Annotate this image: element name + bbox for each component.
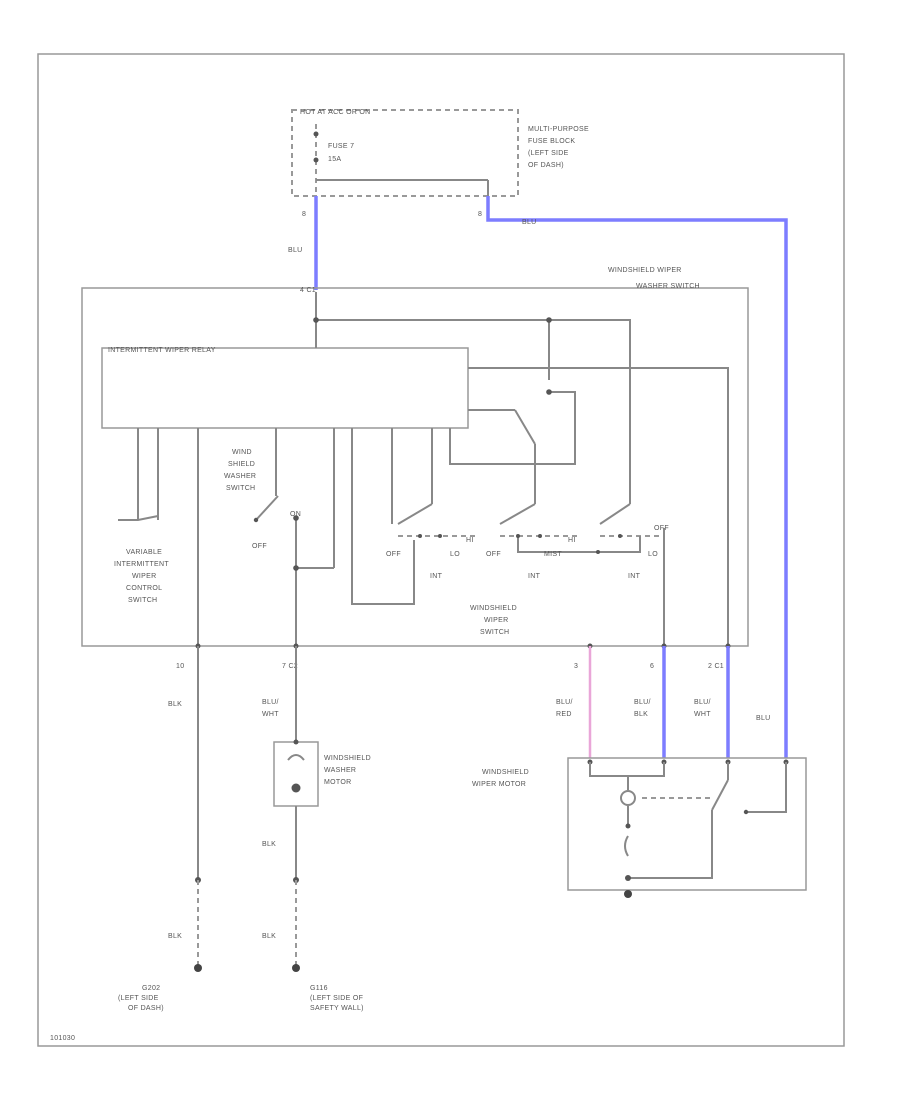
variable-switch-label-3: WIPER <box>132 573 156 580</box>
variable-switch-label-4: CONTROL <box>126 585 162 592</box>
wiper-motor-label-1: WINDSHIELD <box>482 769 529 776</box>
wire-blk-label-1: BLK <box>168 701 182 708</box>
wire-blk-label-4: BLK <box>262 933 276 940</box>
pin-3: 3 <box>574 663 578 670</box>
diagram-frame <box>37 53 845 1047</box>
ws-washer-switch-label-2: WASHER SWITCH <box>636 283 700 290</box>
washer-switch-label-2: SHIELD <box>228 461 255 468</box>
pos-hi-1: HI <box>466 537 474 544</box>
wire-blu-label-2: BLU <box>522 219 537 226</box>
g202-label-3: OF DASH) <box>128 1005 164 1012</box>
wiper-switch-label-1: WINDSHIELD <box>470 605 517 612</box>
pos-off-1: OFF <box>386 551 401 558</box>
pos-lo-3: LO <box>648 551 658 558</box>
g116-label-3: SAFETY WALL) <box>310 1005 364 1012</box>
wiper-switch-label-3: SWITCH <box>480 629 509 636</box>
wire-blu-wht-label-2b: WHT <box>694 711 711 718</box>
fuse-block-label-1: MULTI-PURPOSE <box>528 126 589 133</box>
fuse-rating: 15A <box>328 156 341 163</box>
wiper-motor-label-2: WIPER MOTOR <box>472 781 526 788</box>
ground-g202 <box>194 877 202 972</box>
wire-blu-red-label-a: BLU/ <box>556 699 573 706</box>
wire-blu-red-label-b: RED <box>556 711 572 718</box>
wire-blu-blk-label-a: BLU/ <box>634 699 651 706</box>
pos-off-3: OFF <box>654 525 669 532</box>
washer-switch-label-4: SWITCH <box>226 485 255 492</box>
variable-switch-label-1: VARIABLE <box>126 549 162 556</box>
ws-washer-switch-label-1: WINDSHIELD WIPER <box>608 267 682 274</box>
pin-c1-top: 4 C1 <box>300 287 316 294</box>
pin-fuse-left: 8 <box>302 211 306 218</box>
pin-fuse-right: 8 <box>478 211 482 218</box>
wiper-switch-label-2: WIPER <box>484 617 508 624</box>
pos-off-2: OFF <box>486 551 501 558</box>
wire-blu-fuse-to-motor <box>486 196 788 758</box>
fuse-label: FUSE 7 <box>328 143 354 150</box>
pos-lo-1: LO <box>450 551 460 558</box>
washer-switch-label-1: WIND <box>232 449 252 456</box>
variable-switch-label-2: INTERMITTENT <box>114 561 169 568</box>
pos-int-3: INT <box>628 573 641 580</box>
pos-mist: MIST <box>544 551 562 558</box>
washer-motor-label-3: MOTOR <box>324 779 351 786</box>
figure-id: 101030 <box>50 1035 75 1042</box>
wire-blu-wht-label-2a: BLU/ <box>694 699 711 706</box>
variable-switch-label-5: SWITCH <box>128 597 157 604</box>
relay-label: INTERMITTENT WIPER RELAY <box>108 347 216 354</box>
wire-blu-wht-label-1a: BLU/ <box>262 699 279 706</box>
internal-wiring <box>118 292 729 646</box>
g202-label-1: G202 <box>142 985 160 992</box>
washer-motor-label-2: WASHER <box>324 767 356 774</box>
fuse-block: HOT AT ACC OR ON FUSE 7 15A MULTI-PURPOS… <box>291 109 589 218</box>
pin-10: 10 <box>176 663 184 670</box>
pos-hi-2: HI <box>568 537 576 544</box>
g116-label-2: (LEFT SIDE OF <box>310 995 363 1002</box>
pos-int-2: INT <box>528 573 541 580</box>
hot-label: HOT AT ACC OR ON <box>300 109 371 116</box>
pos-int-1: INT <box>430 573 443 580</box>
washer-switch-label-3: WASHER <box>224 473 256 480</box>
ground-g116 <box>292 877 300 972</box>
wire-blu-wht-label-1b: WHT <box>262 711 279 718</box>
wiper-motor <box>567 757 807 898</box>
wire-blk-label-3: BLK <box>168 933 182 940</box>
g202-label-2: (LEFT SIDE <box>118 995 159 1002</box>
wire-blk-label-2: BLK <box>262 841 276 848</box>
wire-blu-label-1: BLU <box>288 247 303 254</box>
fuse-block-label-4: OF DASH) <box>528 162 564 169</box>
washer-on: ON <box>290 511 301 518</box>
wiper-washer-switch-box <box>81 287 749 647</box>
pin-6: 6 <box>650 663 654 670</box>
intermittent-wiper-relay <box>101 347 469 429</box>
washer-off: OFF <box>252 543 267 550</box>
pin-7-c2: 7 C2 <box>282 663 298 670</box>
fuse-block-label-3: (LEFT SIDE <box>528 150 569 157</box>
wire-blu-blk-label-b: BLK <box>634 711 648 718</box>
pin-2-c1: 2 C1 <box>708 663 724 670</box>
fuse-block-label-2: FUSE BLOCK <box>528 138 575 145</box>
washer-motor <box>273 739 319 880</box>
g116-label-1: G116 <box>310 985 328 992</box>
wire-blu-label-3: BLU <box>756 715 771 722</box>
washer-motor-label-1: WINDSHIELD <box>324 755 371 762</box>
